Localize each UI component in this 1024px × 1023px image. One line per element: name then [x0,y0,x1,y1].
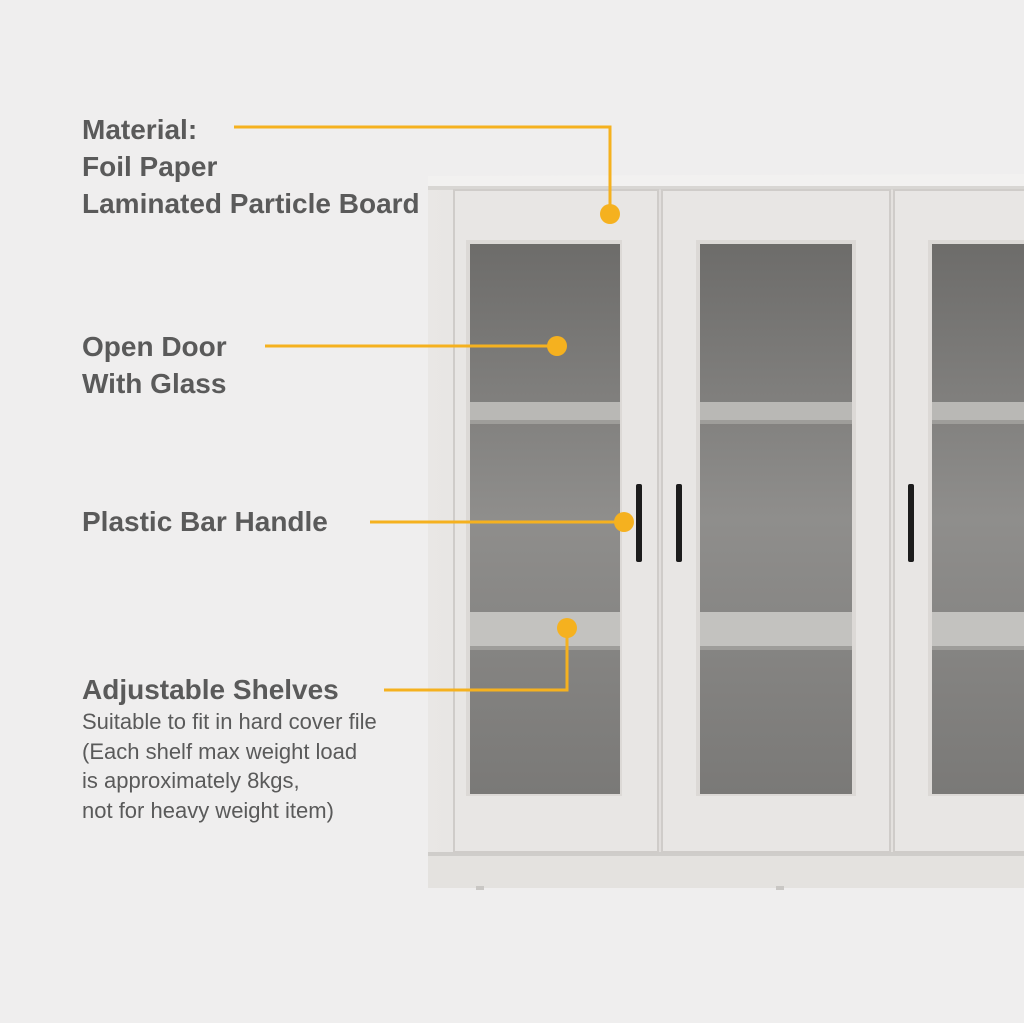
shelf-note-line: Suitable to fit in hard cover file [82,709,377,734]
shelf-note: Suitable to fit in hard cover file (Each… [82,707,377,825]
feature-shelves-line: Adjustable Shelves [82,674,339,705]
cabinet-door-left [453,189,659,853]
feature-handle-line: Plastic Bar Handle [82,506,328,537]
feature-door-line: With Glass [82,368,227,399]
feature-material-line: Laminated Particle Board [82,188,420,219]
cabinet-door-right [893,189,1024,853]
shelf-note-line: (Each shelf max weight load [82,738,358,764]
feature-handle: Plastic Bar Handle [82,503,328,540]
shelf-note-line: is approximately 8kgs, [82,768,300,793]
feature-door-line: Open Door [82,331,227,362]
feature-door: Open Door With Glass [82,328,227,402]
bar-handle-right [908,484,914,562]
bar-handle-middle [676,484,682,562]
feature-material: Material: Foil Paper Laminated Particle … [82,111,420,222]
cabinet-base [428,852,1024,888]
feature-shelves: Adjustable Shelves [82,671,339,708]
feature-material-line: Foil Paper [82,151,218,182]
feature-material-line: Material: [82,114,198,145]
shelf-note-line: not for heavy weight item) [82,797,334,823]
bar-handle-left [636,484,642,562]
cabinet-door-middle [661,189,891,853]
